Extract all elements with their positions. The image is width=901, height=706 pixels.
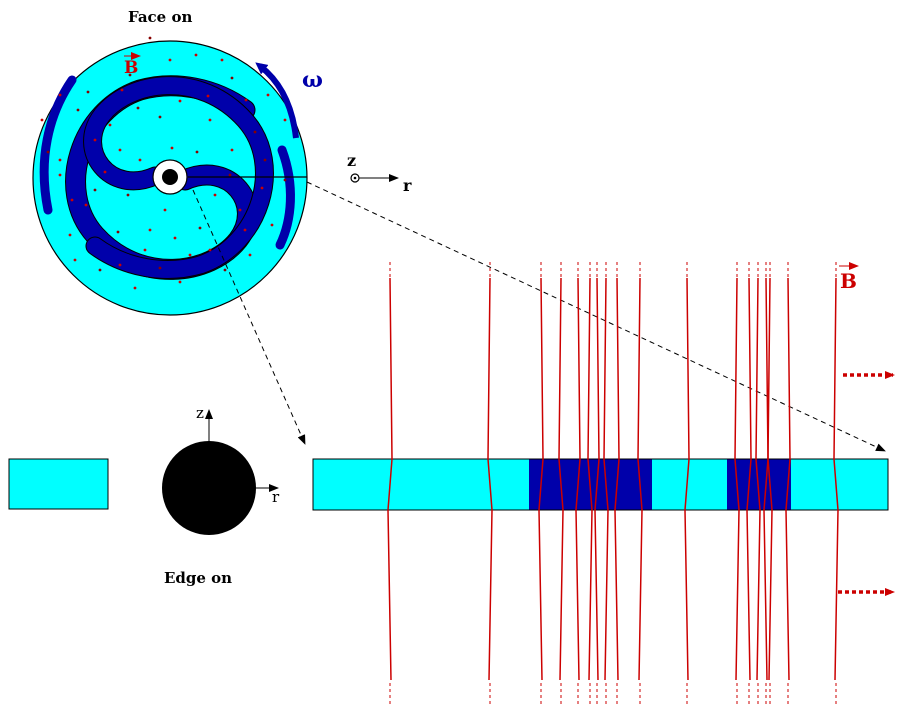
field-dot [179,281,182,284]
field-dot [195,54,198,57]
field-dot [221,59,224,62]
field-dot [77,109,80,112]
face-on-disk [33,37,307,315]
field-dot [87,91,90,94]
field-dot [94,189,97,192]
field-dot [59,159,62,162]
field-dot [261,187,264,190]
field-dot [59,174,62,177]
field-dot [179,100,182,103]
field-dot [137,107,140,110]
field-dot [207,95,210,98]
b-right-label: B [840,269,857,293]
field-dot [244,229,247,232]
omega-label: ω [302,67,323,93]
black-hole-face [162,169,178,185]
face-on-title: Face on [128,8,192,26]
field-dot [41,119,44,122]
field-dot [264,159,267,162]
field-dot [224,269,227,272]
field-dot [164,209,167,212]
b-disk-label: B [124,58,138,78]
field-dot [271,224,274,227]
field-dot [189,254,192,257]
field-dot [117,231,120,234]
field-dot [104,171,107,174]
field-dot [47,151,50,154]
field-dot [284,119,287,122]
field-dot [134,287,137,290]
field-dot [169,59,172,62]
edge-on-title: Edge on [164,569,232,587]
field-dot [159,116,162,119]
field-dot [171,147,174,150]
axis-z-top: z [347,151,356,170]
zoom-line-right [307,182,885,451]
field-dot [74,259,77,262]
field-dot [209,119,212,122]
field-dot [196,151,199,154]
field-dot [245,99,248,102]
field-dot [149,37,152,40]
field-dot [119,264,122,267]
axis-z-bottom: z [196,404,204,422]
field-dot [109,124,112,127]
field-dot [199,227,202,230]
field-dot [267,94,270,97]
field-dot [214,194,217,197]
field-dot [144,249,147,252]
field-dot [159,267,162,270]
field-dot [69,234,72,237]
field-dot [239,209,242,212]
field-dot [229,174,232,177]
field-dot [231,77,234,80]
field-dot [249,254,252,257]
axis-r-bottom: r [272,488,280,506]
field-dot [284,179,287,182]
field-dot [149,229,152,232]
field-dot [85,204,88,207]
field-dot [209,249,212,252]
field-dot [254,131,257,134]
field-dot [119,149,122,152]
field-dot [99,269,102,272]
field-dot [71,199,74,202]
field-dot [127,194,130,197]
axis-r-top: r [403,176,412,195]
field-dot [121,89,124,92]
field-dot [231,149,234,152]
field-dot [59,94,62,97]
field-dot [94,139,97,142]
field-dot [174,237,177,240]
disk-edge-left [9,459,108,509]
field-dot [139,159,142,162]
